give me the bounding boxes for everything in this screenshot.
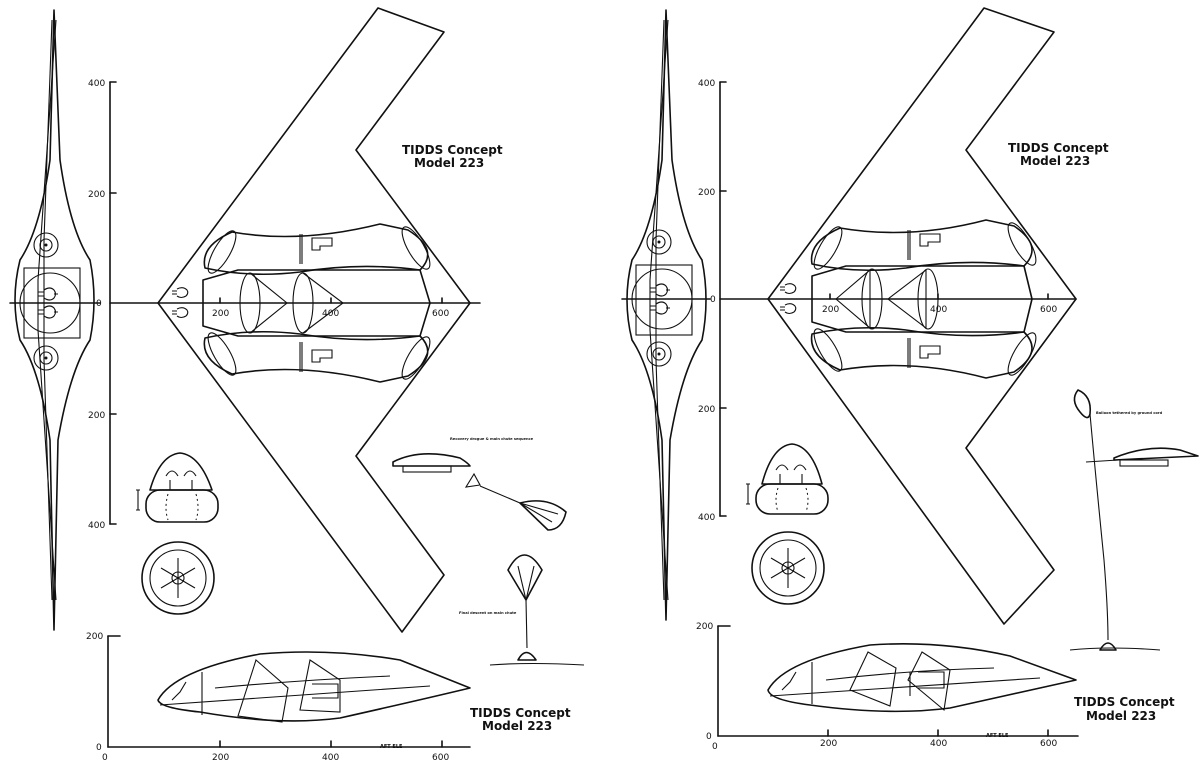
fuselage-bay: [172, 269, 431, 337]
side-view-axes: 200 0 0 200 400 600 AFT ELE: [86, 632, 471, 763]
axis-tick-label: 400: [698, 513, 715, 523]
flying-wing-planform: [767, 7, 1077, 625]
side-view-profile: [767, 643, 1077, 713]
plan-view-vertical-axis: 400 200 200 400: [88, 79, 117, 531]
landing-annotation: Final descent on main chute: [459, 611, 517, 615]
plan-view-horizontal-ticks: 200 400 600: [212, 297, 449, 319]
axis-tick-label: 0: [706, 732, 712, 742]
axis-tick-label: 200: [212, 753, 229, 763]
axis-tick-label: 200: [698, 405, 715, 415]
axis-tick-label: 400: [930, 305, 947, 315]
axis-tick-label: 200: [820, 739, 837, 749]
front-view-wing: [626, 9, 707, 621]
front-view-zero-label: 0: [96, 299, 102, 309]
right-drawing-panel: 0 400 200 200 400 200 40: [621, 7, 1199, 752]
axis-tick-label: 400: [322, 753, 339, 763]
drawing-title: TIDDS Concept: [1008, 141, 1109, 155]
axis-tick-label: 200: [88, 411, 105, 421]
side-view-title: TIDDS Concept: [1074, 695, 1175, 709]
side-view-subtitle: Model 223: [1086, 709, 1156, 723]
fuselage-bay: [780, 265, 1033, 333]
flying-wing-planform: [157, 7, 471, 633]
axis-tick-label: 600: [1040, 739, 1057, 749]
engine-nacelles: [203, 223, 431, 383]
axis-tick-label: 400: [698, 79, 715, 89]
left-drawing-panel: 0 400 200 200 400: [9, 7, 585, 763]
crew-pod-front-view: [136, 452, 219, 523]
axis-tick-label: 200: [212, 309, 229, 319]
axis-tick-label: 600: [432, 753, 449, 763]
axis-note: AFT ELE: [380, 744, 403, 750]
axis-tick-label: 400: [88, 79, 105, 89]
axis-tick-label: 200: [88, 190, 105, 200]
balloon-annotation: Balloon tethered by ground cord: [1096, 411, 1163, 415]
side-view-profile: [157, 651, 471, 723]
axis-tick-label: 200: [698, 188, 715, 198]
drawing-title: TIDDS Concept: [402, 143, 503, 157]
engine-nacelles: [810, 219, 1037, 379]
drawing-subtitle: Model 223: [1020, 154, 1090, 168]
side-view-title: TIDDS Concept: [470, 706, 571, 720]
crew-pod-top-view: [141, 541, 215, 615]
side-view-axes: 200 0 0 200 400 600 AFT ELE: [696, 622, 1079, 752]
recovery-sequence: [392, 453, 585, 666]
crew-pod-front-view: [746, 443, 829, 515]
axis-tick-label: 200: [696, 622, 713, 632]
axis-tick-label: 0: [96, 743, 102, 753]
axis-tick-label: 0: [102, 753, 108, 763]
axis-tick-label: 200: [86, 632, 103, 642]
crew-pod-top-view: [751, 531, 825, 605]
axis-tick-label: 400: [930, 739, 947, 749]
recovery-annotation: Recovery drogue & main chute sequence: [450, 437, 534, 441]
plan-view-horizontal-ticks: 200 400 600: [822, 293, 1057, 315]
front-view-zero-label: 0: [710, 295, 716, 305]
front-view-wing: [14, 9, 95, 631]
balloon-recovery-sequence: [1069, 389, 1199, 651]
axis-tick-label: 400: [88, 521, 105, 531]
drawing-subtitle: Model 223: [414, 156, 484, 170]
side-view-subtitle: Model 223: [482, 719, 552, 733]
axis-tick-label: 0: [712, 742, 718, 752]
axis-tick-label: 200: [822, 305, 839, 315]
axis-tick-label: 400: [322, 309, 339, 319]
axis-tick-label: 600: [432, 309, 449, 319]
axis-note: AFT ELE: [986, 733, 1009, 739]
axis-tick-label: 600: [1040, 305, 1057, 315]
